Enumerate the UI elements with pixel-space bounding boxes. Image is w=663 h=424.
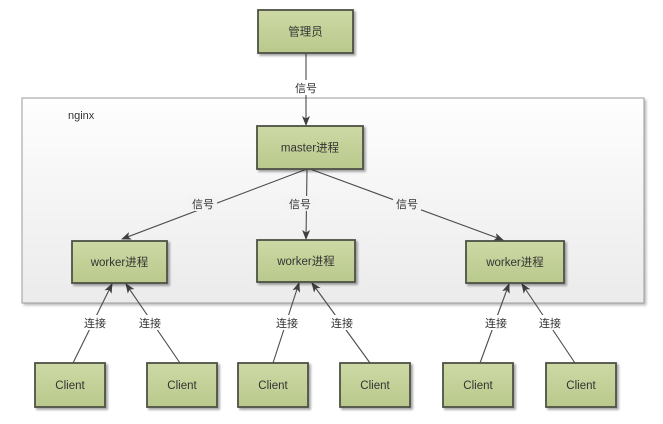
edge-label-client-5-to-worker-3: 连接 [485,317,507,330]
node-label-client-1: Client [55,380,85,392]
edge-label-master-to-worker-1: 信号 [192,198,214,211]
edge-label-client-1-to-worker-1: 连接 [84,317,106,330]
node-client-4: Client [339,362,411,408]
node-label-client-4: Client [360,380,390,392]
node-box-admin [257,9,354,54]
node-admin: 管理员 [257,9,354,54]
edge-label-bg [286,196,314,211]
node-box-client-2 [146,362,218,408]
node-worker-1: worker进程 [71,240,168,284]
node-box-worker-1 [71,240,168,284]
node-box-client-6 [545,362,617,408]
edge-label-bg [81,315,109,330]
edge-label-client-3-to-worker-2: 连接 [276,317,298,330]
node-label-client-3: Client [258,380,288,392]
node-box-client-1 [34,362,106,408]
edge-label-client-4-to-worker-2: 连接 [331,317,353,330]
nginx-container-label: nginx [68,110,95,122]
node-master: master进程 [256,125,364,170]
node-client-6: Client [545,362,617,408]
node-label-client-6: Client [566,380,596,392]
node-box-worker-2 [256,239,356,283]
edge-label-bg [292,80,320,95]
node-box-client-3 [237,362,309,408]
node-label-client-2: Client [167,380,197,392]
node-client-1: Client [34,362,106,408]
edge-label-bg [189,196,217,211]
node-worker-2: worker进程 [256,239,356,283]
node-client-2: Client [146,362,218,408]
node-client-5: Client [442,362,514,408]
node-label-worker-3: worker进程 [485,256,544,269]
edge-label-bg [536,315,564,330]
node-label-admin: 管理员 [288,25,323,39]
node-box-master [256,125,364,170]
edge-label-bg [482,315,510,330]
node-box-worker-3 [465,240,565,284]
edge-label-bg [136,315,164,330]
node-label-master: master进程 [281,142,340,155]
edge-label-admin-to-master: 信号 [295,82,317,95]
edge-label-bg [328,315,356,330]
edge-label-master-to-worker-3: 信号 [396,198,418,211]
node-box-client-5 [442,362,514,408]
node-box-client-4 [339,362,411,408]
edge-label-master-to-worker-2: 信号 [289,198,311,211]
node-label-worker-2: worker进程 [276,255,335,268]
edge-label-bg [273,315,301,330]
node-worker-3: worker进程 [465,240,565,284]
edge-label-client-6-to-worker-3: 连接 [539,317,561,330]
edge-label-client-2-to-worker-1: 连接 [139,317,161,330]
node-label-client-5: Client [463,380,493,392]
edge-label-bg [393,196,421,211]
node-client-3: Client [237,362,309,408]
node-label-worker-1: worker进程 [90,256,149,269]
